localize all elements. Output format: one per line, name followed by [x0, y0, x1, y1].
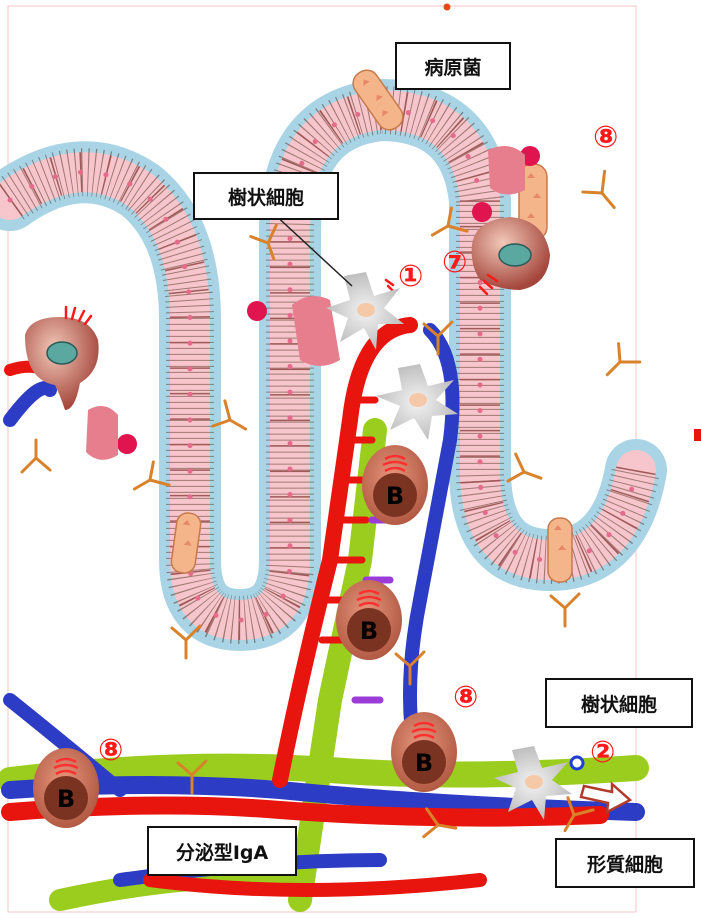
marker-eight-middle: ⑧ [453, 683, 478, 713]
label-dendritic-cell-bottom: 樹状細胞 [545, 678, 693, 728]
m-cell [488, 146, 525, 195]
b-cell-3: B [391, 712, 457, 792]
label-secretory-iga: 分泌型IgA [147, 826, 297, 876]
antigen-particle [247, 301, 267, 321]
right-edge-mark [694, 429, 701, 441]
marker-one: ① [398, 262, 423, 292]
b-cell-2: B [336, 580, 402, 660]
antigen-particle [472, 202, 492, 222]
marker-two: ② [590, 738, 615, 768]
b-cell-letter: B [57, 785, 75, 813]
macrophage-nucleus [499, 244, 531, 266]
b-cell-4: B [33, 748, 99, 828]
dendritic-cell-nucleus [525, 775, 543, 789]
b-cell-letter: B [415, 749, 433, 777]
dendritic-cell-nucleus [409, 393, 427, 407]
m-cell [86, 406, 118, 460]
label-dendritic-cell-top: 樹状細胞 [193, 172, 339, 220]
b-cell-letter: B [360, 617, 378, 645]
b-cell-letter: B [386, 482, 404, 510]
label-pathogen: 病原菌 [395, 42, 511, 90]
antigen-fragment [571, 757, 583, 769]
b-cell-1: B [362, 445, 428, 525]
marker-eight-left: ⑧ [98, 736, 123, 766]
bacterium-mid-right [548, 518, 572, 582]
label-plasma-cell: 形質細胞 [555, 838, 695, 888]
antigen-particle [117, 434, 137, 454]
dendritic-cell-nucleus [357, 303, 375, 317]
marker-seven: ⑦ [442, 248, 467, 278]
top-dot [444, 4, 451, 11]
marker-eight-top-right: ⑧ [593, 123, 618, 153]
macrophage-nucleus [47, 342, 77, 364]
